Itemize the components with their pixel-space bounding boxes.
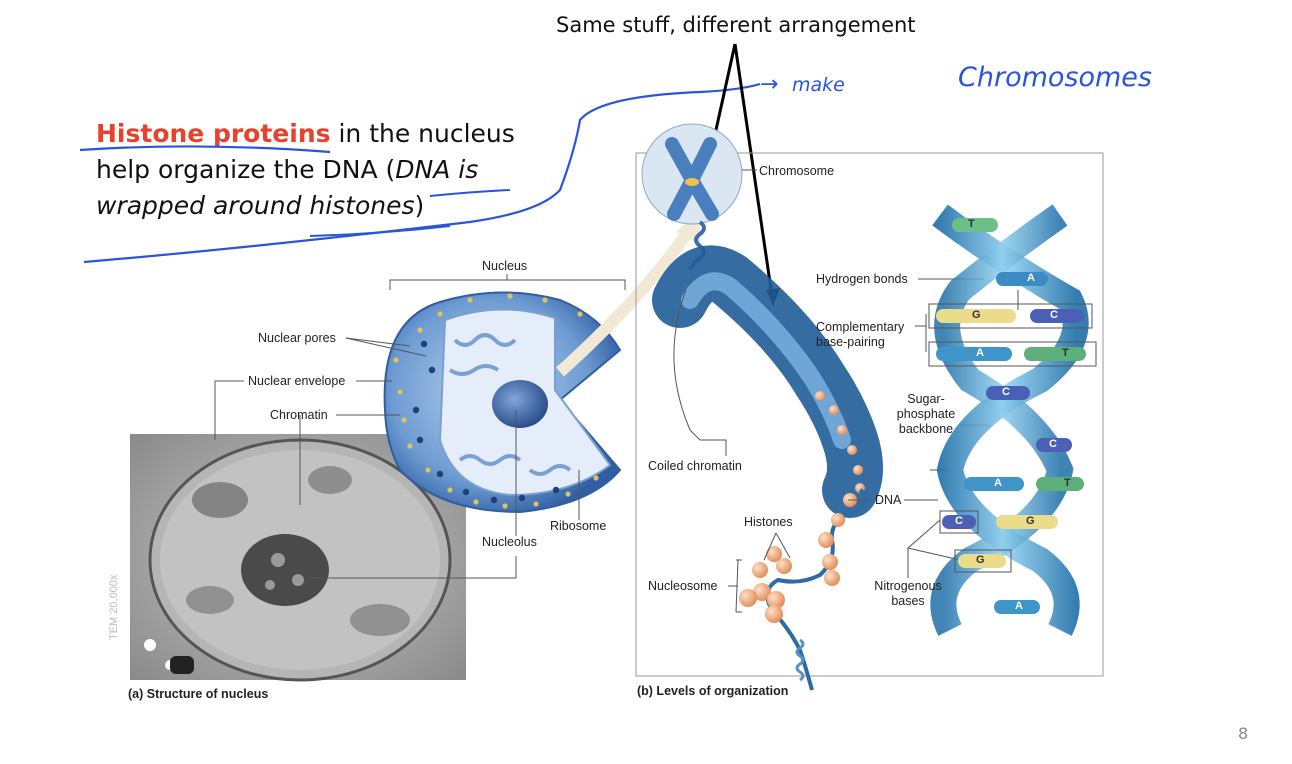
- nucleolus-3d: [492, 380, 548, 428]
- label-bases: bases: [891, 594, 925, 608]
- chromatin-strands: [448, 333, 572, 476]
- underline-stroke: [79, 145, 331, 154]
- underline-stroke-3: [429, 189, 511, 197]
- handwritten-make: make: [792, 74, 845, 96]
- coiled-chromatin: [652, 245, 883, 518]
- base-letter: C: [955, 515, 963, 527]
- base-letter: G: [976, 554, 985, 566]
- label-complementary: Complementary: [816, 320, 905, 334]
- label-histones: Histones: [744, 515, 793, 529]
- squiggle-stroke: [83, 82, 761, 264]
- base-letter: T: [1064, 477, 1071, 489]
- underline-stroke-2: [309, 225, 451, 237]
- coil-beads: [815, 391, 865, 493]
- label-backbone: backbone: [898, 422, 954, 436]
- base-letter: A: [976, 347, 984, 359]
- base-letter: T: [1062, 347, 1069, 359]
- base-rods: [936, 218, 1086, 614]
- panel-a-leaders: [214, 274, 626, 579]
- basepair-box-2: [928, 341, 1097, 367]
- top-label: Same stuff, different arrangement: [556, 13, 916, 37]
- panel-b-frame: [635, 152, 1104, 677]
- slide-heading: Histone proteins in the nucleus help org…: [96, 116, 566, 224]
- label-nuclear-pores: Nuclear pores: [258, 331, 336, 345]
- label-base-pairing: base-pairing: [816, 335, 885, 349]
- label-nucleolus: Nucleolus: [482, 535, 537, 549]
- label-nuclear-envelope: Nuclear envelope: [248, 374, 346, 388]
- label-nitrogenous: Nitrogenous: [874, 579, 942, 593]
- base-letter: T: [968, 218, 975, 230]
- heading-line3-end: ): [414, 191, 425, 220]
- heading-line2-start: help organize the DNA (: [96, 155, 396, 184]
- base-letter: G: [1026, 515, 1035, 527]
- label-nucleosome: Nucleosome: [648, 579, 718, 593]
- histone-beads: [739, 493, 857, 623]
- base-letter: A: [994, 477, 1002, 489]
- label-coiled-chromatin: Coiled chromatin: [648, 459, 742, 473]
- handwritten-chromosomes: Chromosomes: [958, 62, 1152, 93]
- basepair-box-4: [954, 549, 1012, 573]
- caption-panel-b: (b) Levels of organization: [637, 684, 789, 698]
- label-chromatin: Chromatin: [270, 408, 328, 422]
- label-nucleus: Nucleus: [482, 259, 528, 273]
- label-dna: DNA: [875, 493, 902, 507]
- handwritten-arrow: →: [760, 72, 779, 97]
- base-letter: C: [1002, 386, 1010, 398]
- dna-string: [765, 488, 869, 691]
- heading-line2-italic: DNA is: [395, 155, 479, 184]
- label-sugar: Sugar-: [907, 392, 945, 406]
- base-letter: G: [972, 309, 981, 321]
- label-chromosome: Chromosome: [759, 164, 835, 178]
- micrograph-magnification: TEM 20,000x: [108, 574, 120, 640]
- label-hydrogen-bonds: Hydrogen bonds: [816, 272, 908, 286]
- base-letter: A: [1015, 600, 1023, 612]
- heading-line1-rest: in the nucleus: [330, 119, 515, 148]
- heading-line3-italic: wrapped around histones: [96, 191, 415, 220]
- base-letter: C: [1050, 309, 1058, 321]
- nuclear-pore-dots: [412, 340, 560, 504]
- basepair-box-1: [928, 303, 1093, 329]
- base-letter: C: [1049, 438, 1057, 450]
- caption-panel-a: (a) Structure of nucleus: [128, 687, 269, 701]
- ribosome-dots: [393, 293, 599, 509]
- basepair-box-3: [939, 510, 979, 534]
- label-phosphate: phosphate: [896, 407, 956, 421]
- micrograph-nucleolus: [241, 534, 329, 606]
- zoom-arrow: [555, 228, 693, 377]
- heading-highlight: Histone proteins: [96, 119, 331, 148]
- label-ribosome: Ribosome: [550, 519, 607, 533]
- base-letter: A: [1027, 272, 1035, 284]
- page-number: 8: [1238, 724, 1249, 743]
